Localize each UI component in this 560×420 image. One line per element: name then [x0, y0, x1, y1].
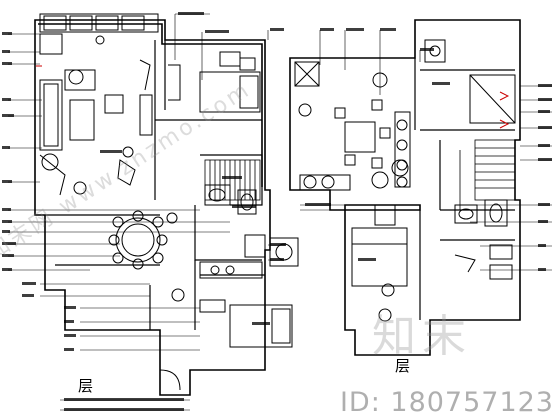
- left-plants: [122, 146, 185, 302]
- watermark-id: ID: 180757123: [339, 387, 554, 418]
- floor-label-left: 层: [78, 375, 93, 396]
- kitchen-counter: [199, 234, 299, 279]
- right-bedroom-furniture: [351, 204, 408, 322]
- floor-label-left-text: 层: [78, 377, 94, 395]
- right-stairs: [459, 139, 516, 210]
- right-dining-set: [334, 99, 391, 169]
- floor-label-right: 层: [395, 355, 410, 376]
- left-bathroom: [204, 184, 257, 215]
- red-marks: [36, 65, 510, 129]
- dining-table-set: [108, 210, 168, 270]
- top-sofa-set: [39, 13, 159, 55]
- bedroom-2-furniture: [159, 299, 293, 391]
- watermark-brand: 知末: [372, 311, 472, 362]
- right-bathroom-top: [424, 39, 516, 124]
- bedroom-1-furniture: [168, 51, 261, 113]
- left-plan-walls: [34, 19, 271, 396]
- right-plan-walls: [289, 19, 521, 356]
- callout-text-marks: [2, 12, 552, 411]
- right-plan-partitions: [414, 58, 515, 320]
- left-plan-partitions: [45, 40, 265, 330]
- left-stairs: [204, 159, 261, 201]
- floor-label-right-text: 层: [395, 357, 411, 375]
- living-room-furniture: [39, 59, 153, 196]
- right-bathroom-bottom: [454, 199, 508, 227]
- right-planters: [299, 111, 411, 191]
- right-cabinets: [454, 244, 513, 280]
